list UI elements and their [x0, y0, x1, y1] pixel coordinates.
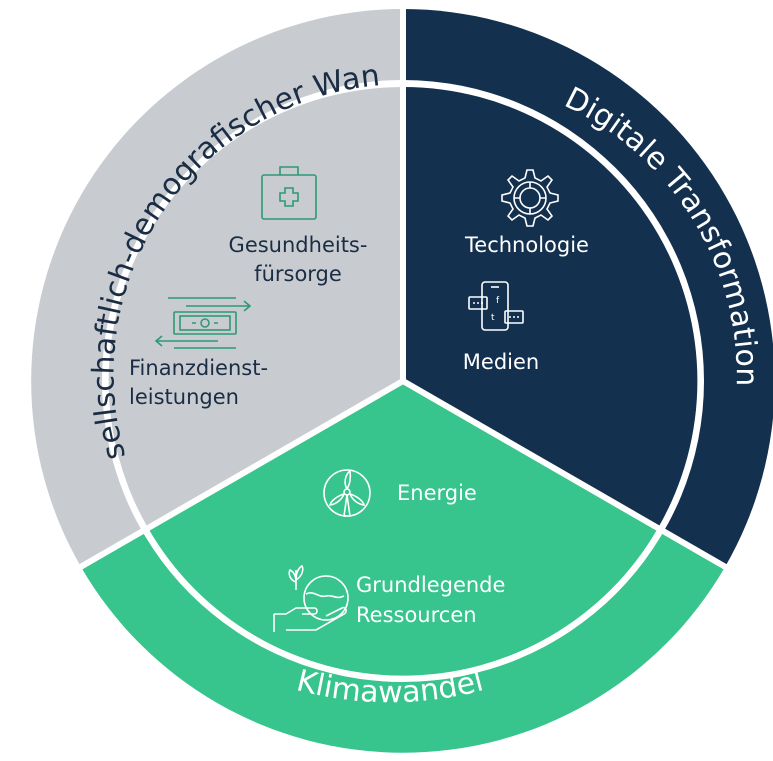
divider-right-inner: [401, 378, 660, 531]
gear-icon: [501, 169, 559, 227]
inner-sector-digital: [403, 86, 698, 528]
label-healthcare-line2: fürsorge: [254, 262, 342, 286]
medical-kit-icon: [261, 166, 317, 220]
label-technology: Technologie: [464, 233, 589, 257]
money-transfer-icon: [154, 297, 252, 349]
svg-text:t: t: [491, 313, 495, 323]
svg-text:f: f: [496, 296, 500, 306]
label-resources-line2: Ressourcen: [356, 603, 477, 627]
label-media: Medien: [463, 350, 539, 374]
label-finance-line2: leistungen: [129, 385, 239, 409]
hand-plant-globe-icon: [273, 564, 349, 632]
inner-sector-social: [108, 86, 403, 528]
smartphone-social-icon: f t: [468, 281, 524, 331]
divider-left-inner: [146, 378, 405, 531]
label-resources-line1: Grundlegende: [356, 573, 505, 597]
wind-turbine-icon: [323, 469, 371, 517]
label-finance-line1: Finanzdienst-: [129, 356, 268, 380]
label-energy: Energie: [397, 481, 477, 505]
label-healthcare-line1: Gesundheits-: [229, 233, 368, 257]
